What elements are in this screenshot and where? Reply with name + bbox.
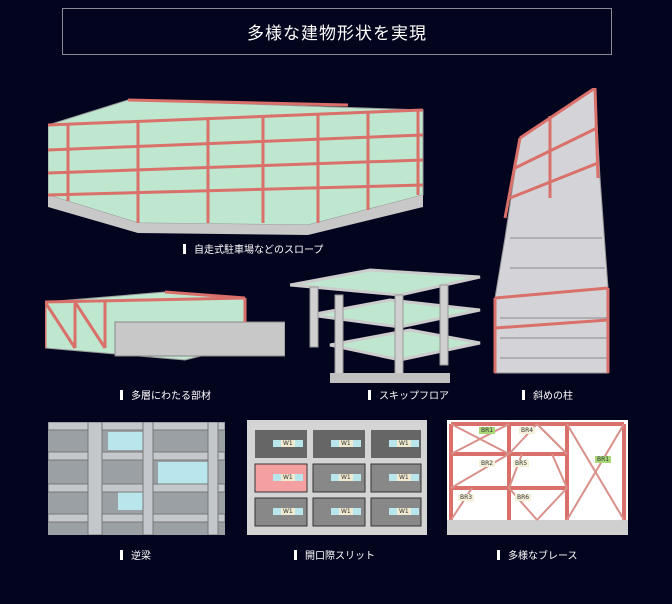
caption-multi-layer: 多層にわたる部材 [120,387,211,402]
diagonal-column-image [490,88,612,378]
caption-skip-floor: スキップフロア [368,387,449,402]
brace-label: BR4 [519,427,536,434]
slit-wall-label: W1 [389,474,419,481]
caption-marker [120,389,123,400]
caption-marker [368,389,371,400]
caption-marker [294,549,297,560]
caption-opening-slit: 開口際スリット [294,547,375,562]
slit-wall-label: W1 [389,440,419,447]
page-title: 多様な建物形状を実現 [62,8,612,55]
reverse-beam-image [48,422,225,535]
caption-text: 斜めの柱 [533,391,573,402]
caption-text: 自走式駐車場などのスロープ [194,245,324,256]
slope-parking-image [48,95,426,235]
slit-wall-label: W1 [331,508,361,515]
slit-wall-label: W1 [273,474,303,481]
caption-marker [183,243,186,254]
caption-text: 多様なブレース [508,551,578,562]
caption-brace: 多様なブレース [497,547,578,562]
brace-label: BR5 [513,460,530,467]
brace-label: BR1 [479,427,496,434]
caption-marker [522,389,525,400]
caption-text: 逆梁 [131,551,151,562]
brace-label: BR6 [515,494,532,501]
caption-text: スキップフロア [379,391,449,402]
caption-diagonal-column: 斜めの柱 [522,387,573,402]
brace-label: BR1 [595,456,612,463]
slit-wall-label: W1 [389,508,419,515]
caption-marker [497,549,500,560]
brace-image: BR1 BR4 BR2 BR5 BR3 BR6 BR1 [447,420,628,535]
caption-slope: 自走式駐車場などのスロープ [183,241,323,256]
caption-reverse-beam: 逆梁 [120,547,151,562]
slit-wall-label: W1 [273,440,303,447]
slit-wall-label: W1 [331,474,361,481]
multi-layer-image [45,290,285,362]
caption-text: 開口際スリット [305,551,375,562]
caption-marker [120,549,123,560]
caption-text: 多層にわたる部材 [131,391,211,402]
slit-wall-label: W1 [273,508,303,515]
brace-label: BR2 [479,460,496,467]
slit-wall-label: W1 [331,440,361,447]
skip-floor-image [290,265,485,390]
brace-label: BR3 [458,494,475,501]
